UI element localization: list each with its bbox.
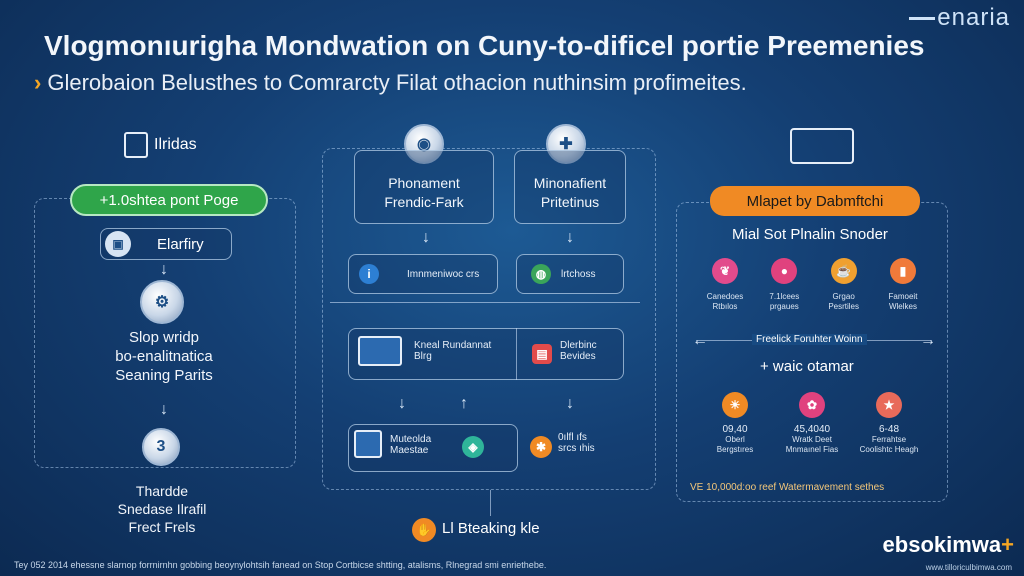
document-stack-icon — [354, 430, 382, 458]
left-chip: ▣ Elarfiry — [100, 228, 232, 260]
middle-row2-divider — [516, 328, 517, 380]
brand-logo-top: enaria — [909, 4, 1010, 32]
middle-arrow-3: ↓ — [398, 395, 406, 412]
middle-top-right-box — [514, 150, 626, 224]
middle-row1-right: ◍ lrtchoss — [516, 254, 624, 294]
right-panel — [676, 202, 948, 502]
right-icon-2-label: 7.1lcees prgaues — [769, 292, 800, 311]
star-icon: ★ — [876, 392, 902, 418]
middle-row2-right-label: Dlerbinc Bevides — [560, 340, 597, 362]
right-connector-label: Freelick Foruhter Woinn — [752, 334, 867, 345]
right-stat-3: ★ 6-48 Ferrahtse Coolishtc Heagh — [854, 392, 924, 455]
bottle-icon: ▮ — [889, 258, 916, 284]
drop-icon: ● — [771, 258, 798, 284]
footer-text: Tey 052 2014 ehessne slarnop forrnirnhn … — [14, 560, 547, 570]
cup-icon: ☕ — [830, 258, 857, 284]
middle-row3-left-label: Muteolda Maestae — [390, 434, 432, 456]
middle-arrow-1: ↓ — [422, 229, 430, 246]
middle-top-right-icon: ✚ — [546, 124, 586, 164]
page-subtitle: ›Glerobaion Belusthes to Comrarcty Filat… — [34, 70, 747, 95]
page-title: Vlogmonıurigha Mondwation on Cuny-to-dif… — [44, 30, 925, 61]
middle-bottom-line — [490, 490, 491, 516]
clipboard-icon: ▤ — [532, 344, 552, 364]
right-stat-3-label: Ferrahtse Coolishtc Heagh — [859, 435, 919, 454]
middle-panel — [322, 148, 656, 490]
hand-icon: ✋ — [412, 518, 436, 542]
right-pill: Mlapet by Dabmftchi — [710, 186, 920, 216]
right-icon-item-3: ☕ Grgao Pesrtiles — [815, 258, 873, 312]
document-icon — [124, 132, 148, 158]
right-stat-2-label: Wratk Deet Mnmaınel Fias — [785, 435, 839, 454]
middle-arrow-2: ↓ — [566, 229, 574, 246]
right-icon-3-label: Grgao Pesrtiles — [828, 292, 859, 311]
middle-row1-left-label: Imnmeniwoc crs — [407, 268, 480, 280]
right-icon-1-label: Canedoes Rtbılos — [706, 292, 744, 311]
right-stat-1-value: 09,40 — [722, 424, 748, 435]
chevron-right-icon: › — [34, 70, 42, 95]
middle-row2-left-label: Kneal Rundannat Blrg — [414, 340, 492, 362]
bottom-url: www.tilloriculbimwa.com — [925, 563, 1012, 572]
camera-icon: ▣ — [105, 231, 131, 257]
middle-top-left-label: Phonament Frendic-Fark — [384, 175, 464, 210]
left-arrow-1: ↓ — [160, 261, 168, 278]
left-bottom-text: Thardde Snedase Ilrafil Frect Frels — [117, 483, 207, 535]
arrow-left-icon: ← — [692, 332, 708, 349]
middle-top-right-label: Minonafient Pritetinus — [533, 175, 607, 210]
middle-arrow-5: ↓ — [566, 395, 574, 412]
leaf-icon: ❦ — [712, 258, 738, 284]
right-icon-4-label: Famoeit Wlelkes — [888, 292, 918, 311]
left-step-icon: ⚙ — [140, 280, 184, 324]
left-step-number: 3 — [142, 428, 180, 466]
right-stat-1-label: Oberl Bergstıres — [716, 435, 754, 454]
middle-row3-right-label: 0ılfl ıfs srcs ıhis — [558, 432, 595, 454]
right-footnote: VE 10,000d:oo reef Watermavement sethes — [690, 482, 885, 493]
right-icons-row2: ☀ 09,40 Oberl Bergstıres ✿ 45,4040 Wratk… — [700, 392, 924, 455]
monitor-icon — [358, 336, 402, 366]
bottom-brand: ebsokimwa+ — [882, 532, 1014, 557]
right-stat-2: ✿ 45,4040 Wratk Deet Mnmaınel Fias — [777, 392, 847, 455]
middle-top-left-box — [354, 150, 494, 224]
info-icon: i — [359, 264, 379, 284]
middle-row1-left: i Imnmeniwoc crs — [348, 254, 498, 294]
gear-icon: ✱ — [530, 436, 552, 458]
flower-icon: ✿ — [799, 392, 825, 418]
left-pill: +1.0shtea pont Poge — [70, 184, 268, 216]
right-icons-row1: ❦ Canedoes Rtbılos ● 7.1lcees prgaues ☕ … — [696, 258, 932, 312]
middle-row1-right-label: lrtchoss — [561, 268, 596, 280]
middle-connector-h — [330, 302, 640, 303]
sun-icon: ☀ — [722, 392, 748, 418]
left-arrow-2: ↓ — [160, 401, 168, 418]
left-step-title: Slop wridp bo-enalitnatica Seaning Parit… — [115, 329, 213, 384]
right-icon-item-2: ● 7.1lcees prgaues — [755, 258, 813, 312]
middle-top-left-icon: ◉ — [404, 124, 444, 164]
left-chip-label: Elarfiry — [157, 235, 204, 253]
left-logo: Ilridas — [124, 132, 197, 158]
right-logo — [790, 128, 854, 164]
shield-icon: ◈ — [462, 436, 484, 458]
globe-icon: ◍ — [531, 264, 551, 284]
right-stat-1: ☀ 09,40 Oberl Bergstıres — [700, 392, 770, 455]
middle-bottom-label: Ll Bteaking kle — [442, 520, 540, 537]
middle-arrow-4: ↑ — [460, 395, 468, 412]
left-logo-label: Ilridas — [154, 136, 197, 153]
right-subtitle: Mial Sot Plnalin Snoder — [732, 226, 888, 243]
right-plus-label: + waic otamar — [760, 358, 854, 375]
right-stat-3-value: 6-48 — [878, 424, 899, 435]
right-stat-2-value: 45,4040 — [793, 424, 831, 435]
arrow-right-icon: → — [920, 332, 936, 349]
right-icon-item-1: ❦ Canedoes Rtbılos — [696, 258, 754, 312]
right-icon-item-4: ▮ Famoeit Wlelkes — [874, 258, 932, 312]
